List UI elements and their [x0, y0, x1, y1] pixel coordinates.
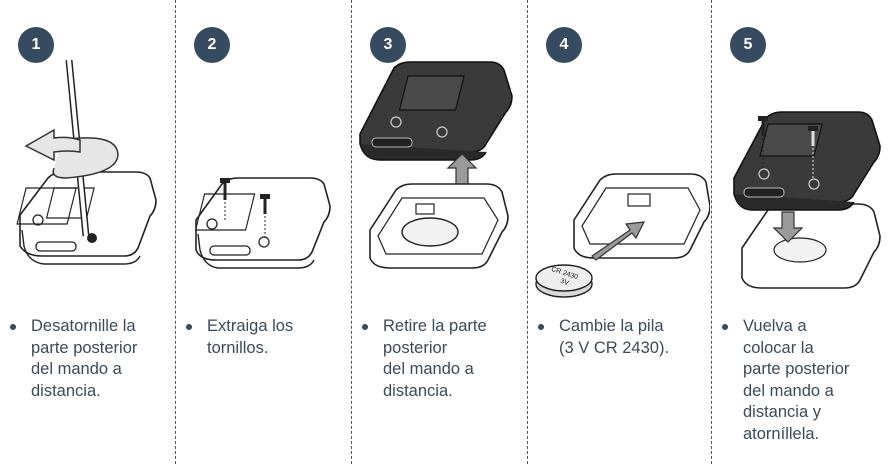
step-caption: Extraiga los tornillos. [182, 316, 293, 359]
step-caption: Cambie la pila (3 V CR 2430). [534, 316, 669, 359]
rotate-arrow-icon [24, 128, 119, 179]
column-divider [527, 0, 528, 464]
step-text: Vuelva a colocar la parte posterior del … [718, 316, 849, 445]
remote-base [573, 173, 710, 259]
step-5: 5 Vuelva a colocar [718, 0, 889, 464]
step-caption: Desatornille la parte posterior del mand… [6, 316, 137, 402]
back-cover [733, 111, 881, 211]
reassemble-illustration [733, 111, 881, 289]
step-number-badge: 5 [730, 27, 766, 63]
step-3: 3 Retire la parte posterior del mando a … [358, 0, 526, 464]
insert-arrow-icon [591, 221, 646, 261]
screw-icon [220, 178, 230, 220]
step-4: 4 CR 2430 3V Cambie la pila (3 V CR 2430… [534, 0, 710, 464]
back-cover [359, 61, 513, 161]
step-text: Cambie la pila (3 V CR 2430). [534, 316, 669, 359]
screw-icon [260, 194, 270, 238]
remote-body [16, 171, 157, 265]
column-divider [711, 0, 712, 464]
step-number-badge: 2 [194, 27, 230, 63]
step-number-badge: 3 [370, 27, 406, 63]
column-divider [351, 0, 352, 464]
column-divider [175, 0, 176, 464]
remove-cover-illustration [359, 61, 513, 269]
step-caption: Vuelva a colocar la parte posterior del … [718, 316, 849, 445]
step-text: Desatornille la parte posterior del mand… [6, 316, 137, 402]
step-1: 1 Desatornille la parte posterior del ma… [6, 0, 174, 464]
coin-battery: CR 2430 3V [535, 264, 593, 298]
change-battery-illustration: CR 2430 3V [535, 173, 710, 298]
step-text: Extraiga los tornillos. [182, 316, 293, 359]
screw-icon [808, 126, 818, 180]
down-arrow-icon [772, 211, 804, 243]
step-text: Retire la parte posterior del mando a di… [358, 316, 487, 402]
remote-base [741, 203, 881, 289]
remote-base [369, 183, 509, 269]
step-caption: Retire la parte posterior del mando a di… [358, 316, 487, 402]
screws-removed-illustration [194, 177, 331, 269]
step-2: 2 Extraiga los tornillos. [182, 0, 350, 464]
battery-voltage-label: 3V [559, 278, 570, 287]
step-number-badge: 4 [546, 27, 582, 63]
unscrew-illustration [16, 60, 157, 265]
remote-body [194, 177, 331, 269]
screw-icon [758, 116, 768, 170]
step-number-badge: 1 [18, 27, 54, 63]
